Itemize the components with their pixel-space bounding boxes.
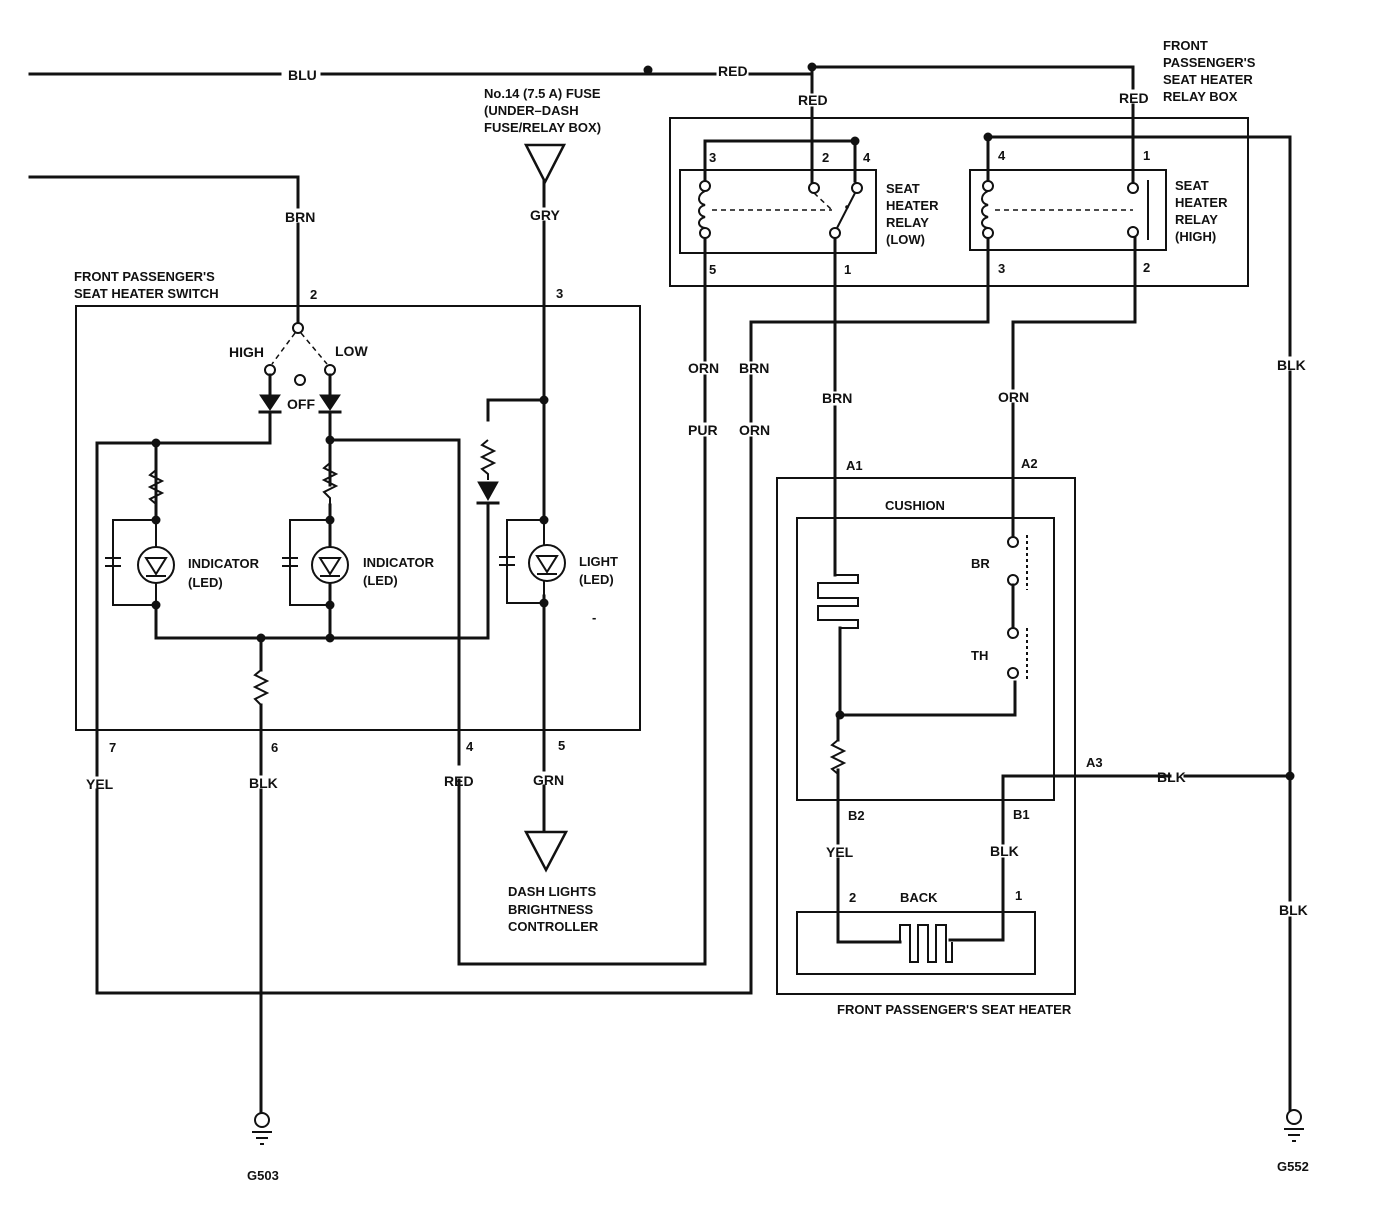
relay-pin-l1: 1 xyxy=(844,262,851,277)
wire-label-pur: PUR xyxy=(688,422,718,438)
heater-pin-a3: A3 xyxy=(1086,755,1103,770)
cushion-label: CUSHION xyxy=(885,498,945,513)
relay-pin-l5: 5 xyxy=(709,262,716,277)
relay-box-title-line4: RELAY BOX xyxy=(1163,89,1238,104)
relay-low-label-3: RELAY xyxy=(886,215,929,230)
wire-label-blu: BLU xyxy=(288,67,317,83)
wire-label-blk-b1: BLK xyxy=(990,843,1019,859)
indicator2-label-2: (LED) xyxy=(363,573,398,588)
labels: BLU RED RED RED BRN GRY ORN PUR BRN ORN … xyxy=(74,38,1309,1183)
back-label: BACK xyxy=(900,890,938,905)
wire-label-orn-relay3-lower: ORN xyxy=(739,422,770,438)
switch-pin-2: 2 xyxy=(310,287,317,302)
relay-pin-l4: 4 xyxy=(863,150,871,165)
relay-pin-h2: 2 xyxy=(1143,260,1150,275)
dash-controller-line3: CONTROLLER xyxy=(508,919,599,934)
wire-label-orn-relay5: ORN xyxy=(688,360,719,376)
breaker-label: BR xyxy=(971,556,990,571)
switch-high-label: HIGH xyxy=(229,344,264,360)
relay-box-title-line1: FRONT xyxy=(1163,38,1208,53)
heater-pin-a1: A1 xyxy=(846,458,863,473)
wire-label-gry: GRY xyxy=(530,207,560,223)
wire-label-blk-lower-right: BLK xyxy=(1279,902,1308,918)
heater-pin-a2: A2 xyxy=(1021,456,1038,471)
switch-pin-6: 6 xyxy=(271,740,278,755)
relay-high-label-2: HEATER xyxy=(1175,195,1228,210)
relay-box xyxy=(643,62,1249,287)
switch-pin-5: 5 xyxy=(558,738,565,753)
thermostat-label: TH xyxy=(971,648,988,663)
wire-label-blk-pin6: BLK xyxy=(249,775,278,791)
relay-pin-l2: 2 xyxy=(822,150,829,165)
wire-label-yel-b2: YEL xyxy=(826,844,854,860)
switch-title-line1: FRONT PASSENGER'S xyxy=(74,269,215,284)
relay-pin-l3: 3 xyxy=(709,150,716,165)
ground-label-g552: G552 xyxy=(1277,1159,1309,1174)
switch-title-line2: SEAT HEATER SWITCH xyxy=(74,286,219,301)
fuse-label-line3: FUSE/RELAY BOX) xyxy=(484,120,601,135)
back-pin-1: 1 xyxy=(1015,888,1022,903)
wire-label-brn-a1: BRN xyxy=(822,390,852,406)
relay-high-label-1: SEAT xyxy=(1175,178,1209,193)
relay-box-title-line2: PASSENGER'S xyxy=(1163,55,1256,70)
light-label-1: LIGHT xyxy=(579,554,618,569)
heater-pin-b1: B1 xyxy=(1013,807,1030,822)
relay-low-label-2: HEATER xyxy=(886,198,939,213)
seat-heater-title: FRONT PASSENGER'S SEAT HEATER xyxy=(837,1002,1072,1017)
seat-heater xyxy=(776,477,1295,995)
dash-controller-line1: DASH LIGHTS xyxy=(508,884,596,899)
wire-label-red-relay-low: RED xyxy=(798,92,828,108)
wire-label-red-top: RED xyxy=(718,63,748,79)
relay-high-label-4: (HIGH) xyxy=(1175,229,1216,244)
relay-pin-h1: 1 xyxy=(1143,148,1150,163)
fuse-symbol-icon xyxy=(523,143,567,185)
relay-pin-h3: 3 xyxy=(998,261,1005,276)
ground-g503-icon xyxy=(252,1112,272,1145)
relay-low-label-4: (LOW) xyxy=(886,232,925,247)
wire-label-brn-relay3: BRN xyxy=(739,360,769,376)
relay-pin-h4: 4 xyxy=(998,148,1006,163)
dash-controller-line2: BRIGHTNESS xyxy=(508,902,594,917)
wire-label-red-pin4: RED xyxy=(444,773,474,789)
relay-high-label-3: RELAY xyxy=(1175,212,1218,227)
wire-label-brn-switch: BRN xyxy=(285,209,315,225)
heater-pin-b2: B2 xyxy=(848,808,865,823)
switch-low-label: LOW xyxy=(335,343,368,359)
switch-dash-mark: - xyxy=(592,610,596,625)
seat-heater-switch xyxy=(75,305,641,731)
switch-pin-7: 7 xyxy=(109,740,116,755)
ground-g552-icon xyxy=(1284,1109,1304,1142)
wire-label-blk-a3: BLK xyxy=(1157,769,1186,785)
wire-label-red-relay-high: RED xyxy=(1119,90,1149,106)
fuse-label-line2: (UNDER–DASH xyxy=(484,103,579,118)
relay-box-title-line3: SEAT HEATER xyxy=(1163,72,1253,87)
relay-low-label-1: SEAT xyxy=(886,181,920,196)
dash-controller-symbol-icon xyxy=(523,830,569,873)
switch-pin-3: 3 xyxy=(556,286,563,301)
back-pin-2: 2 xyxy=(849,890,856,905)
wire-label-blk-right: BLK xyxy=(1277,357,1306,373)
wire-label-grn-pin5: GRN xyxy=(533,772,564,788)
fuse-label-line1: No.14 (7.5 A) FUSE xyxy=(484,86,601,101)
switch-pin-4: 4 xyxy=(466,739,474,754)
light-label-2: (LED) xyxy=(579,572,614,587)
indicator2-label-1: INDICATOR xyxy=(363,555,435,570)
wire-label-yel-pin7: YEL xyxy=(86,776,114,792)
indicator1-label-1: INDICATOR xyxy=(188,556,260,571)
indicator1-label-2: (LED) xyxy=(188,575,223,590)
wire-label-orn-a2: ORN xyxy=(998,389,1029,405)
switch-off-label: OFF xyxy=(287,396,315,412)
ground-label-g503: G503 xyxy=(247,1168,279,1183)
